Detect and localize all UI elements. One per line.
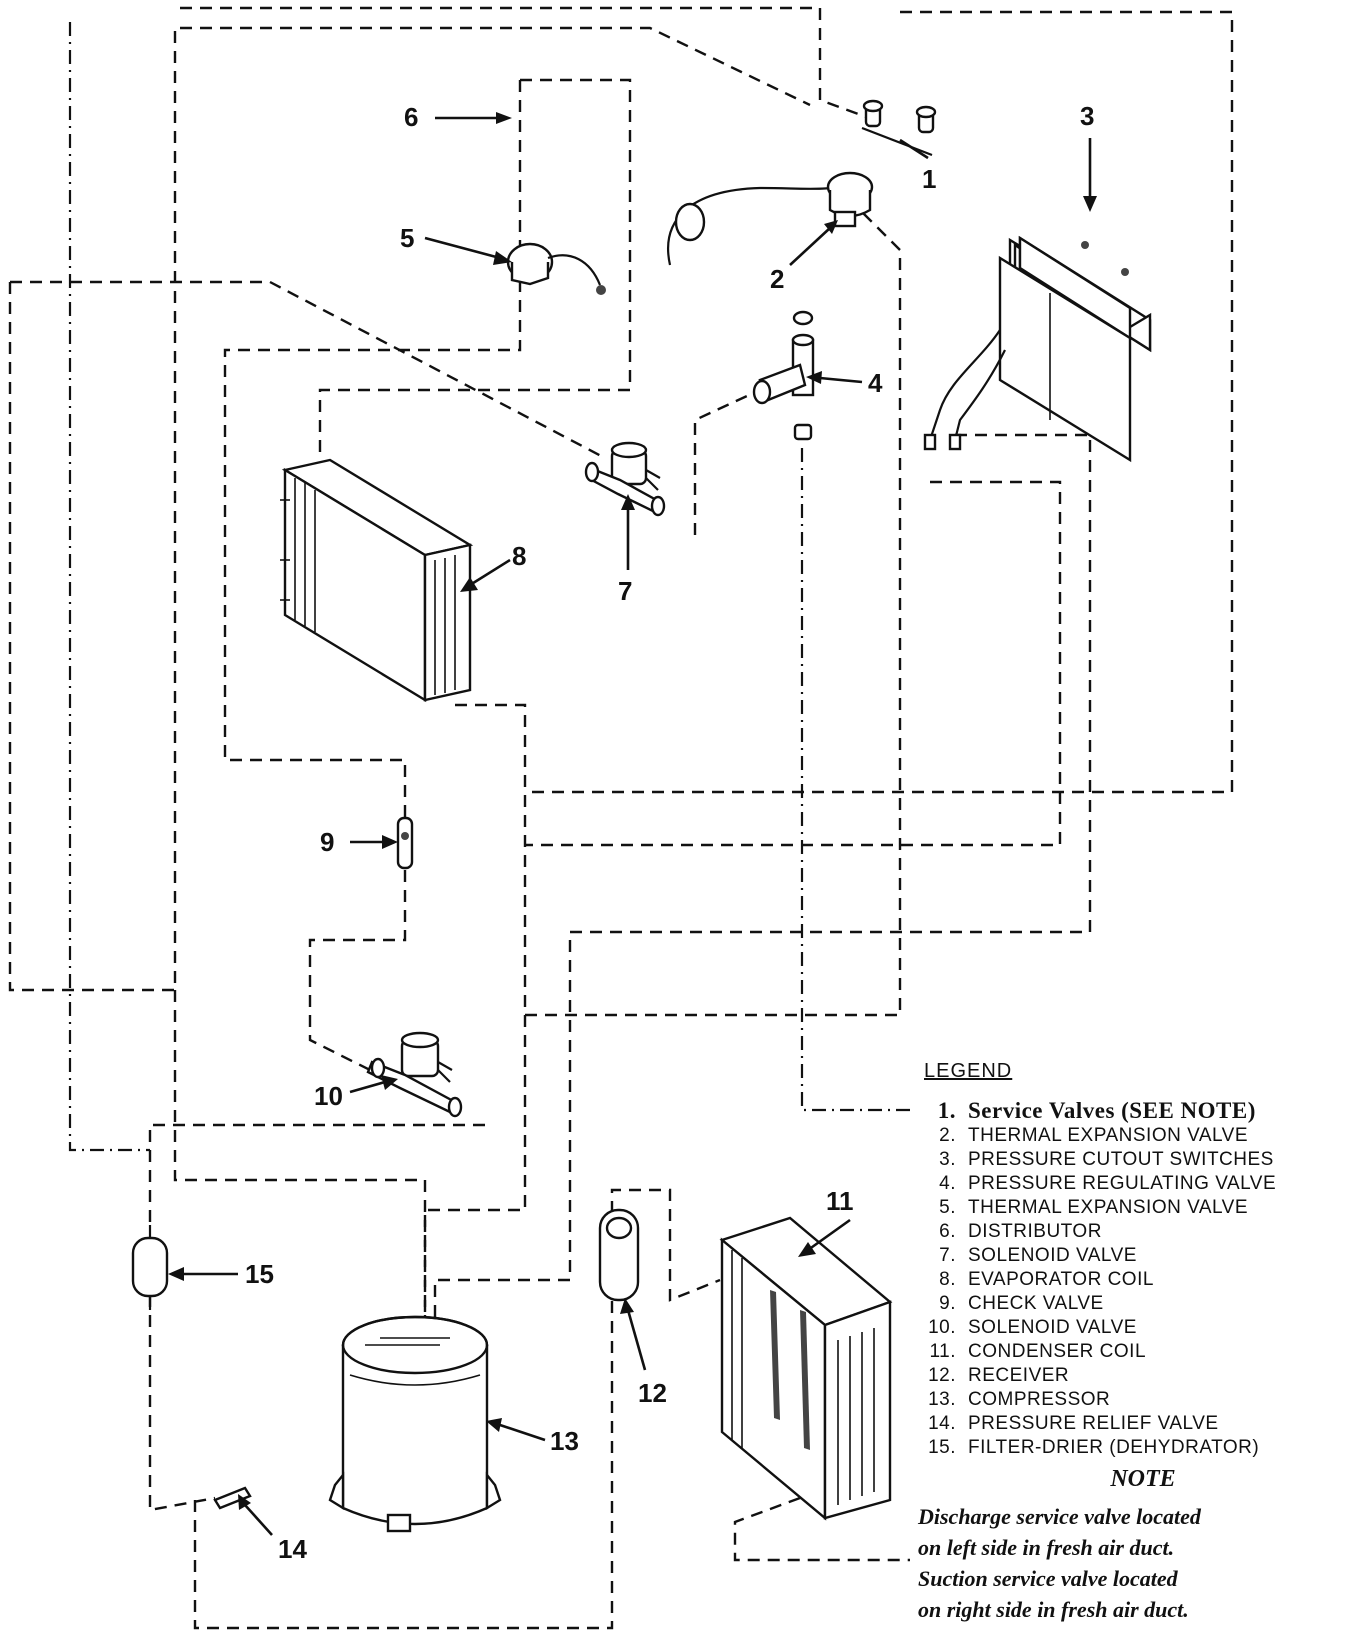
legend-number: 8. bbox=[939, 1269, 956, 1290]
filter-drier bbox=[131, 1225, 169, 1310]
legend-title: LEGEND bbox=[924, 1060, 1013, 1082]
note-line: Discharge service valve located bbox=[918, 1504, 1201, 1529]
legend-item: 8. EVAPORATOR COIL bbox=[918, 1268, 1338, 1292]
callout-8: 8 bbox=[512, 541, 526, 571]
legend-number: 10. bbox=[928, 1317, 956, 1338]
thermal-expansion-valve-2 bbox=[667, 171, 874, 266]
callout-4: 4 bbox=[868, 368, 883, 398]
legend-label: SOLENOID VALVE bbox=[968, 1245, 1137, 1266]
callout-2: 2 bbox=[770, 264, 784, 294]
evaporator-coil bbox=[280, 458, 474, 703]
service-valves bbox=[861, 99, 937, 157]
solenoid-valve-10 bbox=[366, 1031, 463, 1118]
legend-label: CHECK VALVE bbox=[968, 1293, 1104, 1314]
callout-10: 10 bbox=[314, 1081, 343, 1111]
legend-label: PRESSURE RELIEF VALVE bbox=[968, 1413, 1219, 1434]
note-block: NOTE Discharge service valve located on … bbox=[918, 1466, 1338, 1625]
callout-numbers: 1 2 3 4 5 6 7 8 9 10 11 12 13 14 15 bbox=[245, 101, 1094, 1564]
note-line: Suction service valve located bbox=[918, 1566, 1178, 1591]
legend-item: 4. PRESSURE REGULATING VALVE bbox=[918, 1172, 1338, 1196]
callout-14: 14 bbox=[278, 1534, 307, 1564]
legend-label: SOLENOID VALVE bbox=[968, 1317, 1137, 1338]
legend-label: FILTER-DRIER (DEHYDRATOR) bbox=[968, 1437, 1260, 1458]
legend-item: 10. SOLENOID VALVE bbox=[918, 1316, 1338, 1340]
callout-15: 15 bbox=[245, 1259, 274, 1289]
callout-6: 6 bbox=[404, 102, 418, 132]
legend-number: 14. bbox=[928, 1413, 956, 1434]
callout-12: 12 bbox=[638, 1378, 667, 1408]
legend-number: 7. bbox=[939, 1245, 956, 1266]
legend-item: 14. PRESSURE RELIEF VALVE bbox=[918, 1412, 1338, 1436]
legend-number: 15. bbox=[928, 1437, 956, 1458]
legend-number: 9. bbox=[939, 1293, 956, 1314]
legend-number: 1. bbox=[937, 1098, 956, 1123]
legend-number: 3. bbox=[939, 1149, 956, 1170]
legend-number: 11. bbox=[929, 1341, 956, 1362]
callout-13: 13 bbox=[550, 1426, 579, 1456]
callout-9: 9 bbox=[320, 827, 334, 857]
legend-number: 2. bbox=[939, 1125, 956, 1146]
receiver bbox=[598, 1208, 640, 1302]
legend-item: 15. FILTER-DRIER (DEHYDRATOR) bbox=[918, 1436, 1338, 1460]
legend-list: 1. Service Valves (SEE NOTE) 2. THERMAL EX… bbox=[918, 1097, 1338, 1460]
legend-number: 12. bbox=[928, 1365, 956, 1386]
pressure-cutout-switches bbox=[923, 235, 1152, 463]
legend-number: 6. bbox=[939, 1221, 956, 1242]
callout-leaders bbox=[168, 112, 1097, 1536]
pressure-relief-valve bbox=[213, 1486, 252, 1510]
legend-label: PRESSURE REGULATING VALVE bbox=[968, 1173, 1277, 1194]
legend-label: EVAPORATOR COIL bbox=[968, 1269, 1154, 1290]
legend-label: RECEIVER bbox=[968, 1365, 1070, 1386]
legend-item: 3. PRESSURE CUTOUT SWITCHES bbox=[918, 1148, 1338, 1172]
legend-label: Service Valves (SEE NOTE) bbox=[968, 1098, 1256, 1123]
callout-1: 1 bbox=[922, 164, 936, 194]
legend-number: 5. bbox=[939, 1197, 956, 1218]
legend-item: 5. THERMAL EXPANSION VALVE bbox=[918, 1196, 1338, 1220]
note-line: on left side in fresh air duct. bbox=[918, 1535, 1175, 1560]
compressor bbox=[328, 1315, 502, 1533]
condenser-coil bbox=[719, 1216, 893, 1521]
legend: LEGEND 1. Service Valves (SEE NOTE) 2. THE… bbox=[918, 1060, 1338, 1625]
legend-number: 4. bbox=[939, 1173, 956, 1194]
legend-item: 11. CONDENSER COIL bbox=[918, 1340, 1338, 1364]
thermal-expansion-valve-5 bbox=[506, 242, 606, 295]
note-line: on right side in fresh air duct. bbox=[918, 1597, 1189, 1622]
legend-label: PRESSURE CUTOUT SWITCHES bbox=[968, 1149, 1274, 1170]
legend-item: 7. SOLENOID VALVE bbox=[918, 1244, 1338, 1268]
legend-item: 9. CHECK VALVE bbox=[918, 1292, 1338, 1316]
legend-number: 13. bbox=[928, 1389, 956, 1410]
piping-lines bbox=[8, 6, 1234, 1630]
legend-item: 12. RECEIVER bbox=[918, 1364, 1338, 1388]
legend-label: COMPRESSOR bbox=[968, 1389, 1111, 1410]
legend-label: THERMAL EXPANSION VALVE bbox=[968, 1197, 1249, 1218]
callout-7: 7 bbox=[618, 576, 632, 606]
legend-item: 13. COMPRESSOR bbox=[918, 1388, 1338, 1412]
callout-5: 5 bbox=[400, 223, 414, 253]
check-valve bbox=[396, 816, 414, 870]
legend-item: 1. Service Valves (SEE NOTE) bbox=[918, 1097, 1338, 1124]
solenoid-valve-7 bbox=[584, 441, 666, 517]
legend-label: THERMAL EXPANSION VALVE bbox=[968, 1125, 1249, 1146]
pressure-regulating-valve bbox=[752, 310, 815, 441]
callout-11: 11 bbox=[826, 1186, 854, 1216]
legend-label: CONDENSER COIL bbox=[968, 1341, 1147, 1362]
legend-label: DISTRIBUTOR bbox=[968, 1221, 1102, 1242]
legend-item: 6. DISTRIBUTOR bbox=[918, 1220, 1338, 1244]
legend-item: 2. THERMAL EXPANSION VALVE bbox=[918, 1124, 1338, 1148]
callout-3: 3 bbox=[1080, 101, 1094, 131]
note-title: NOTE bbox=[1110, 1466, 1176, 1492]
